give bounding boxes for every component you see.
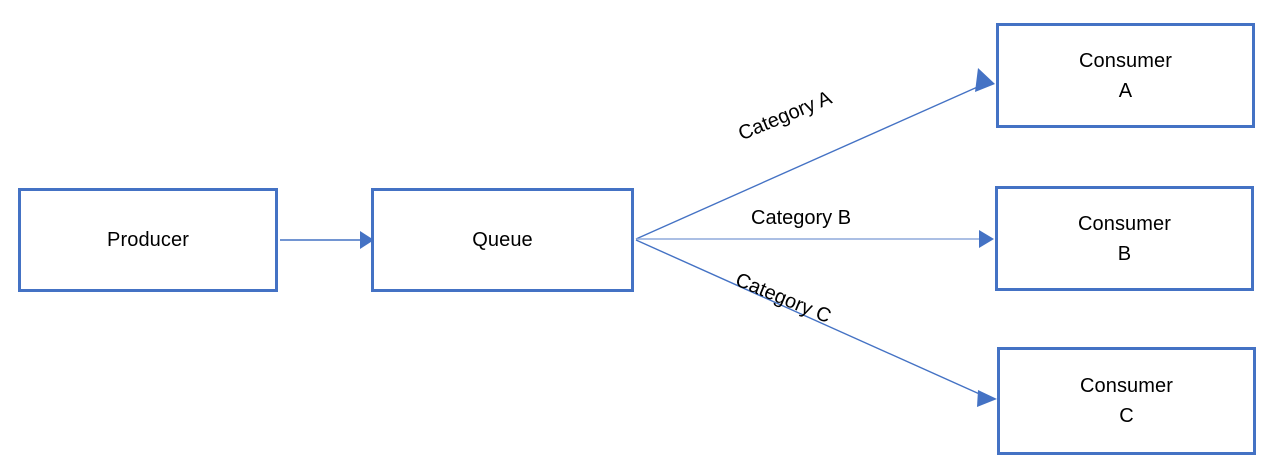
edge-producer-to-queue	[280, 231, 374, 249]
edge-label-category-c: Category C	[732, 268, 835, 328]
edge-queue-to-consumer-b	[636, 230, 994, 248]
edge-label-category-a: Category A	[735, 86, 836, 146]
arrowhead-queue-to-consumer-c	[977, 390, 997, 407]
node-consumer-c[interactable]: Consumer C	[997, 347, 1256, 455]
node-consumer-b-label: Consumer	[1077, 212, 1172, 235]
node-queue[interactable]: Queue	[371, 188, 634, 292]
node-consumer-c-label: Consumer	[1079, 375, 1174, 397]
node-consumer-c-sublabel: C	[1119, 405, 1134, 427]
arrowhead-queue-to-consumer-a	[975, 68, 995, 92]
arrowhead-queue-to-consumer-b	[979, 230, 994, 248]
node-consumer-a[interactable]: Consumer A	[996, 23, 1255, 128]
node-consumer-a-sublabel: A	[1118, 79, 1133, 102]
node-consumer-b-sublabel: B	[1117, 242, 1132, 265]
node-consumer-a-label: Consumer	[1078, 49, 1173, 72]
node-queue-label: Queue	[472, 229, 533, 251]
edge-label-category-b: Category B	[751, 207, 852, 229]
node-producer-label: Producer	[107, 229, 189, 251]
node-consumer-b[interactable]: Consumer B	[995, 186, 1254, 291]
node-producer[interactable]: Producer	[18, 188, 278, 292]
